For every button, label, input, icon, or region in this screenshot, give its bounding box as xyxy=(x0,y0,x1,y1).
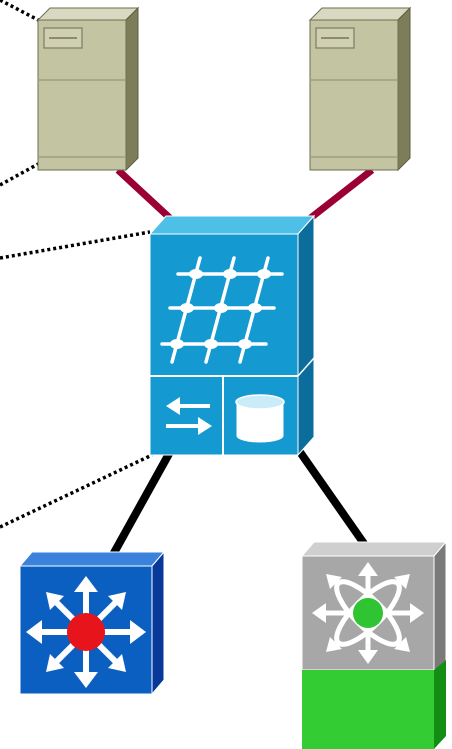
dotted-link-2 xyxy=(0,161,41,187)
layer3-switch-icon xyxy=(26,576,146,688)
dotted-links xyxy=(0,0,153,529)
switch-blue[interactable] xyxy=(18,550,166,696)
fabric-switch[interactable] xyxy=(148,214,316,457)
fabric-mesh-nodes xyxy=(170,269,271,349)
storage-cylinder-icon xyxy=(235,394,285,444)
link-server-right-fabric xyxy=(305,167,375,223)
swap-arrows-icon xyxy=(166,397,212,435)
switch-gray[interactable] xyxy=(300,540,448,749)
switch-core-green xyxy=(353,598,383,628)
service-module xyxy=(302,670,434,749)
solid-links xyxy=(106,167,375,562)
link-fabric-switch-blue xyxy=(106,450,174,562)
dotted-link-4 xyxy=(0,453,153,529)
dotted-link-1 xyxy=(0,0,43,24)
link-fabric-switch-gray xyxy=(296,449,369,548)
link-server-left-fabric xyxy=(115,167,175,223)
server-right[interactable] xyxy=(308,6,412,172)
switch-core-red xyxy=(67,613,105,651)
dotted-link-3 xyxy=(0,230,151,260)
server-left[interactable] xyxy=(36,6,140,172)
